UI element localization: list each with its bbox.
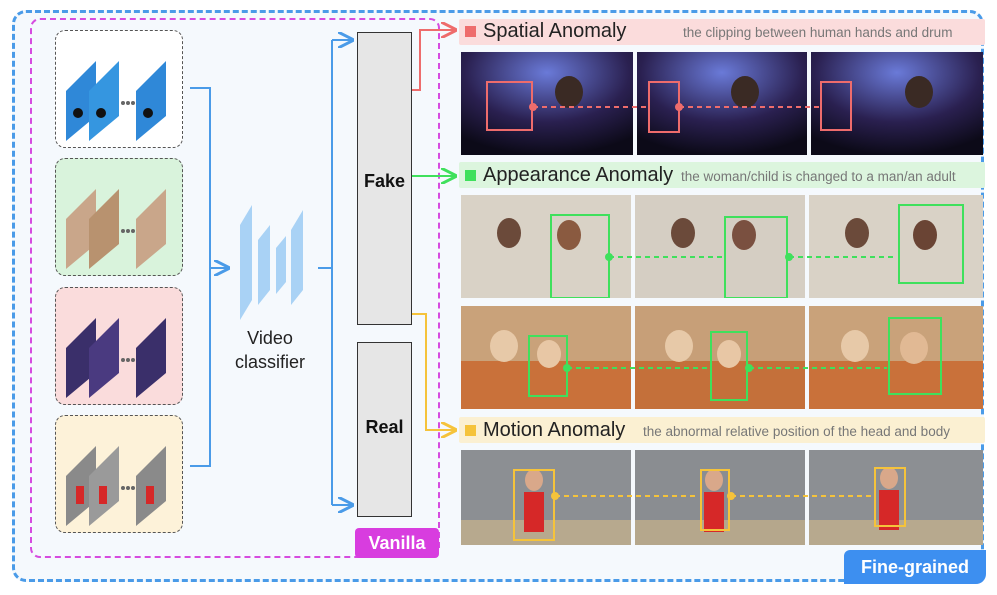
spatial-anomaly-title: Spatial Anomaly	[483, 20, 627, 42]
input-video-family	[55, 158, 183, 276]
motion-anomaly-title: Motion Anomaly	[483, 419, 626, 441]
fine-grained-tag: Fine-grained	[844, 550, 986, 584]
input-video-cheerleader	[55, 415, 183, 533]
appearance-anomaly-title: Appearance Anomaly	[483, 164, 674, 186]
real-output-bar: Real	[357, 342, 412, 517]
woman-frame-1	[461, 195, 631, 298]
fake-output-bar: Fake	[357, 32, 412, 325]
spatial-anomaly-band	[459, 19, 985, 45]
classifier-layer-shape	[240, 205, 252, 320]
cheerleader-frames-illustration	[66, 446, 166, 526]
family-frames-illustration	[66, 189, 166, 269]
motion-anomaly-frames	[461, 450, 983, 545]
appearance-anomaly-band	[459, 162, 985, 188]
motorcycle-frames-illustration	[66, 61, 166, 141]
woman-frame-3	[809, 195, 983, 298]
spatial-anomaly-frames	[461, 52, 983, 155]
spatial-anomaly-desc: the clipping between human hands and dru…	[683, 25, 953, 40]
motion-anomaly-band	[459, 417, 985, 443]
fake-label: Fake	[363, 171, 406, 191]
spatial-anomaly-marker	[465, 26, 476, 37]
classifier-layer-shape	[291, 210, 303, 305]
motion-anomaly-marker	[465, 425, 476, 436]
classifier-label: Video classifier	[220, 326, 320, 374]
drummer-frame-1	[461, 52, 633, 155]
drummer-frame-2	[637, 52, 807, 155]
input-video-concert	[55, 287, 183, 405]
woman-frame-2	[635, 195, 805, 298]
classifier-layer-shape	[258, 225, 270, 305]
motion-anomaly-desc: the abnormal relative position of the he…	[643, 424, 950, 439]
appearance-anomaly-frames-child	[461, 306, 983, 409]
classifier-label-line2: classifier	[234, 352, 305, 372]
input-video-motorcycle	[55, 30, 183, 148]
real-label: Real	[365, 417, 404, 437]
appearance-anomaly-desc: the woman/child is changed to a man/an a…	[681, 169, 956, 184]
concert-frames-illustration	[66, 318, 166, 398]
drummer-frame-3	[811, 52, 983, 155]
appearance-anomaly-frames-woman	[461, 195, 983, 298]
vanilla-tag: Vanilla	[355, 528, 439, 558]
appearance-anomaly-marker	[465, 170, 476, 181]
classifier-label-line1: Video	[247, 328, 293, 348]
vanilla-container	[30, 18, 440, 558]
classifier-layer-shape	[276, 236, 286, 294]
